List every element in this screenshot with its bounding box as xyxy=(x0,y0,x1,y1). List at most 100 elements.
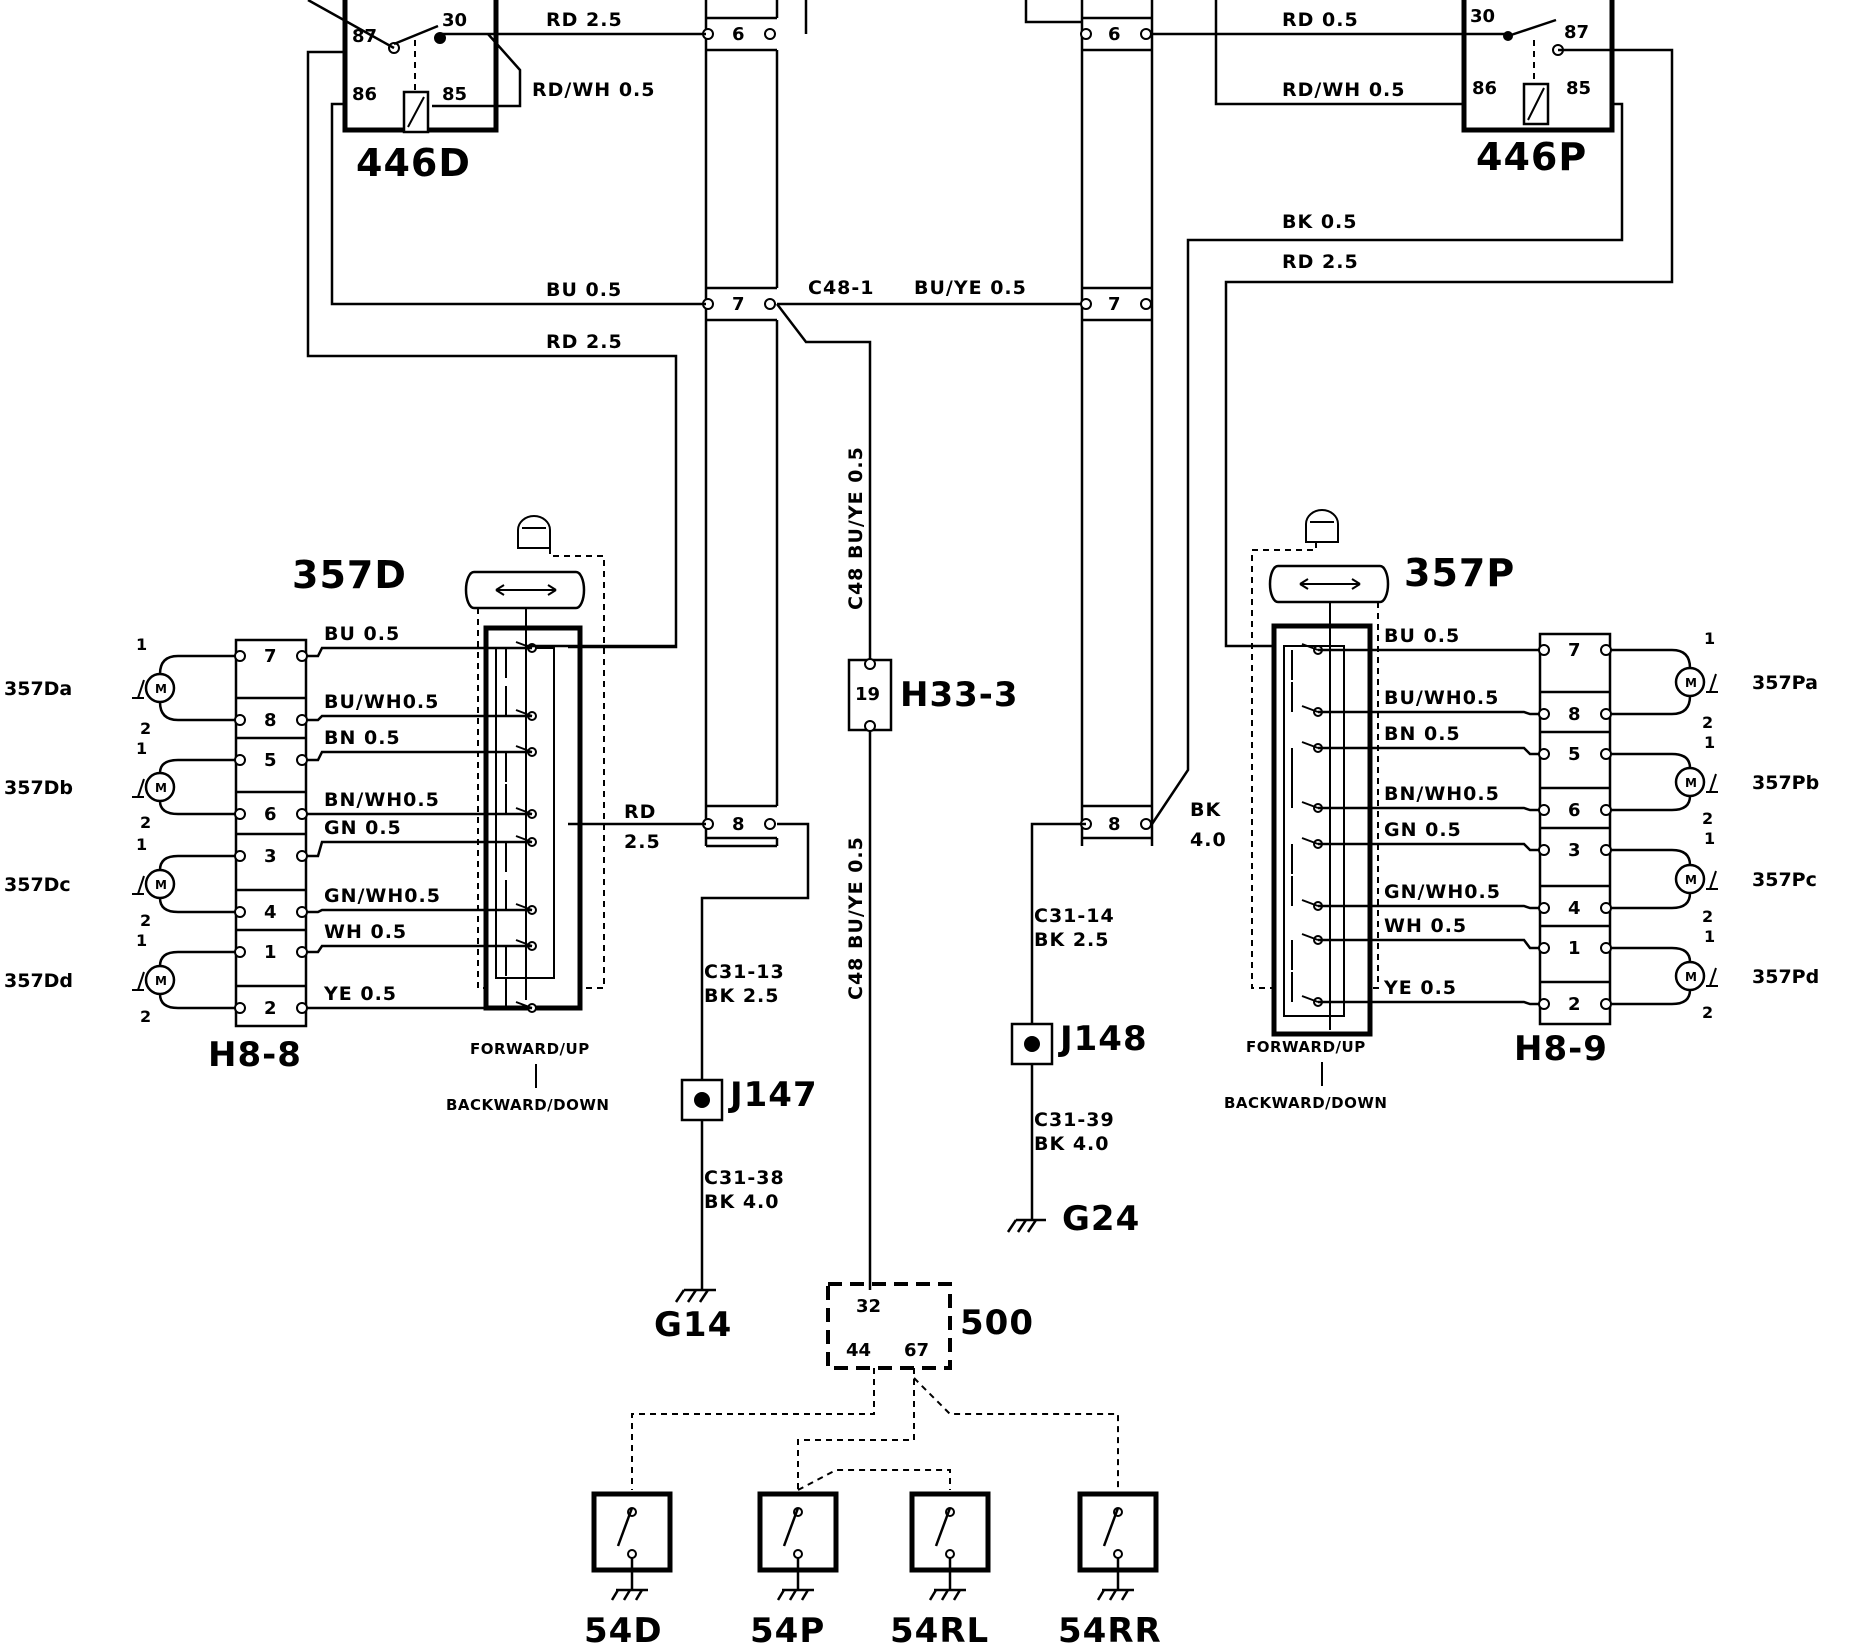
door-switch-54rr: 54RR xyxy=(1058,1491,1161,1648)
seat-wire-label: YE 0.5 xyxy=(323,983,397,1005)
seat-motor-label: 357Dd xyxy=(4,970,73,992)
ground-g14: G14 xyxy=(654,1305,732,1345)
svg-text:1: 1 xyxy=(1704,927,1715,946)
relay-p-pin-86: 86 xyxy=(1472,78,1497,99)
h8-9-label: H8-9 xyxy=(1514,1029,1608,1069)
h8-8-pin: 4 xyxy=(264,902,277,923)
svg-text:2: 2 xyxy=(140,719,151,738)
wire-rdwh05-right: RD/WH 0.5 xyxy=(1282,79,1405,101)
svg-text:M: M xyxy=(155,878,167,892)
seat-wire-label: BU 0.5 xyxy=(1384,625,1460,647)
door-switch-54d: 54D xyxy=(584,1491,673,1648)
seat-wire-label: BN 0.5 xyxy=(324,727,401,749)
h33-pin-19: 19 xyxy=(855,684,880,705)
svg-text:2: 2 xyxy=(140,1007,151,1026)
h8-8-pin: 3 xyxy=(264,846,277,867)
door-switch-label: 54P xyxy=(750,1611,825,1648)
switch-357p-label: 357P xyxy=(1404,551,1515,595)
svg-text:2: 2 xyxy=(140,911,151,930)
relay-pin-86: 86 xyxy=(352,84,377,105)
h8-8-pin: 6 xyxy=(264,804,277,825)
wire-buye05-center: BU/YE 0.5 xyxy=(914,277,1027,299)
seat-motor-label: 357Pd xyxy=(1752,966,1819,988)
left-top-wiring: RD 2.5 RD/WH 0.5 BU 0.5 RD 2.5 RD 2.5 xyxy=(306,0,872,1080)
wire-c3139: C31-39 xyxy=(1034,1109,1115,1131)
svg-text:M: M xyxy=(155,682,167,696)
door-switch-54p: 54P xyxy=(750,1491,839,1648)
splice-j148: J148 xyxy=(1058,1019,1148,1059)
wire-c48-buye-upper: C48 BU/YE 0.5 xyxy=(845,446,867,610)
wire-bu05-left: BU 0.5 xyxy=(546,279,622,301)
svg-text:M: M xyxy=(1685,970,1697,984)
relay-pin-87: 87 xyxy=(352,26,377,47)
seat-wire-label: BN 0.5 xyxy=(1384,723,1461,745)
ecu-pin-32: 32 xyxy=(856,1296,881,1317)
svg-text:M: M xyxy=(155,781,167,795)
wire-bk40-right: BK 4.0 xyxy=(1034,1133,1109,1155)
wire-bk25-right: BK 2.5 xyxy=(1034,929,1109,951)
h8-9-pin: 6 xyxy=(1568,800,1581,821)
c48r-pin-6: 6 xyxy=(1108,24,1121,45)
seat-motor-label: 357Pb xyxy=(1752,772,1819,794)
relay-446p-label: 446P xyxy=(1476,135,1587,179)
wire-c48-buye-lower: C48 BU/YE 0.5 xyxy=(845,836,867,1000)
svg-text:2: 2 xyxy=(1702,809,1713,828)
svg-text:2: 2 xyxy=(1702,713,1713,732)
c48-pin-8: 8 xyxy=(732,814,745,835)
wire-rd-size: 2.5 xyxy=(624,831,661,853)
h8-9-pin: 2 xyxy=(1568,994,1581,1015)
h8-8-pin: 1 xyxy=(264,942,277,963)
relay-pin-30: 30 xyxy=(442,10,467,31)
h8-8-pin: 5 xyxy=(264,750,277,771)
wire-c3113: C31-13 xyxy=(704,961,785,983)
svg-text:2: 2 xyxy=(1702,907,1713,926)
right-top-wiring: RD 0.5 RD/WH 0.5 BK 0.5 RD 2.5 BK 4.0 xyxy=(1030,0,1674,1040)
switch-357d-forward: FORWARD/UP xyxy=(470,1040,590,1058)
ecu-pin-67: 67 xyxy=(904,1340,929,1361)
svg-text:1: 1 xyxy=(136,835,147,854)
h8-9-pin: 5 xyxy=(1568,744,1581,765)
switch-357p-backward: BACKWARD/DOWN xyxy=(1224,1094,1387,1112)
relay-p-pin-87: 87 xyxy=(1564,22,1589,43)
relay-pin-85: 85 xyxy=(442,84,467,105)
seat-wire-label: GN 0.5 xyxy=(324,817,402,839)
center-wiring: C48-1 BU/YE 0.5 C48 BU/YE 0.5 19 H33-3 C… xyxy=(777,277,1082,1290)
splice-j147: J147 xyxy=(728,1075,818,1115)
svg-text:1: 1 xyxy=(1704,829,1715,848)
svg-text:M: M xyxy=(155,974,167,988)
wire-c3138: C31-38 xyxy=(704,1167,785,1189)
relay-446d-label: 446D xyxy=(356,141,471,185)
h8-9-pin: 1 xyxy=(1568,938,1581,959)
seat-wire-label: WH 0.5 xyxy=(324,921,407,943)
control-unit-500: 32 44 67 500 xyxy=(631,1282,1119,1491)
seat-wire-label: GN/WH0.5 xyxy=(1384,881,1501,903)
wire-bk-short: BK xyxy=(1190,799,1221,821)
seat-wire-label: YE 0.5 xyxy=(1383,977,1457,999)
seat-motor-label: 357Pa xyxy=(1752,672,1818,694)
svg-text:2: 2 xyxy=(140,813,151,832)
relay-p-pin-30: 30 xyxy=(1470,6,1495,27)
door-switch-label: 54RL xyxy=(890,1611,989,1648)
seat-wires-passenger: BU 0.5BU/WH0.5BN 0.5BN/WH0.5GN 0.5GN/WH0… xyxy=(1318,625,1540,1006)
wire-bk05-right: BK 0.5 xyxy=(1282,211,1357,233)
wire-rdwh05-left: RD/WH 0.5 xyxy=(532,79,655,101)
control-unit-500-label: 500 xyxy=(960,1303,1034,1343)
door-switch-54rl: 54RL xyxy=(890,1491,991,1648)
relay-p-pin-85: 85 xyxy=(1566,78,1591,99)
svg-text:1: 1 xyxy=(136,635,147,654)
seat-motor-label: 357Db xyxy=(4,777,73,799)
seat-wires-driver: BU 0.5BU/WH0.5BN 0.5BN/WH0.5GN 0.5GN/WH0… xyxy=(306,623,676,1010)
switch-357p-forward: FORWARD/UP xyxy=(1246,1038,1366,1056)
ground-g24: G24 xyxy=(1062,1199,1140,1239)
seat-wire-label: BU/WH0.5 xyxy=(324,691,439,713)
svg-text:M: M xyxy=(1685,873,1697,887)
h8-9-pin: 8 xyxy=(1568,704,1581,725)
h8-9-pin: 3 xyxy=(1568,840,1581,861)
h33-3-label: H33-3 xyxy=(900,675,1019,715)
seat-wire-label: GN 0.5 xyxy=(1384,819,1462,841)
